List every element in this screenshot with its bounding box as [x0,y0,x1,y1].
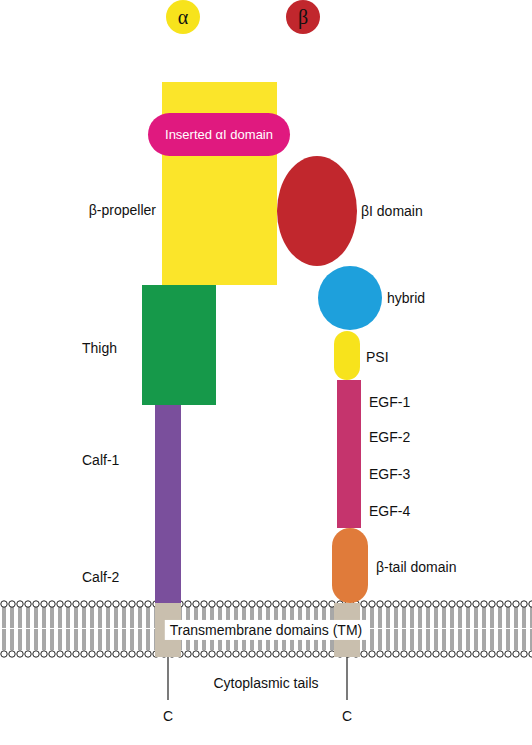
domain-label: β [298,6,308,29]
domain-label: Calf-2 [82,569,119,585]
shape-outline [277,156,357,266]
domain-label: EGF-3 [369,466,410,482]
domain-label: β-tail domain [376,559,456,575]
domain-label: Inserted αI domain [164,127,274,142]
domain-label: βI domain [361,203,423,219]
beta-i-domain: βI domain [277,156,357,266]
domain-label: EGF-4 [369,503,410,519]
domain-label: hybrid [387,290,425,306]
egf-domain: EGF-1 [337,380,361,417]
egf-domain: EGF-3 [337,454,361,491]
cytoplasmic-tail [167,657,168,700]
egf-domain: EGF-4 [337,491,361,528]
domain-label: β-propeller [89,202,156,218]
membrane-band: Transmembrane domains (TM) [0,600,532,659]
shape-outline [318,266,382,330]
beta-tail-domain: β-tail domain [332,528,368,603]
beta-subunit-badge: β [286,0,320,34]
domain-label: Transmembrane domains (TM) [165,619,367,639]
domain-label: EGF-1 [369,394,410,410]
psi-domain: PSI [334,331,360,380]
domain-label: EGF-2 [369,429,410,445]
calf-domain: Calf-2 [155,510,181,603]
thigh-domain: Thigh [142,285,216,405]
cytoplasmic-tail [346,657,347,700]
hybrid-domain: hybrid [318,266,382,330]
domain-label: PSI [366,349,389,365]
terminus-label: C [163,708,173,724]
domain-label: Calf-1 [82,452,119,468]
alpha-subunit-badge: α [166,0,200,34]
calf-domain: Calf-1 [155,405,181,510]
region-label: Cytoplasmic tails [213,675,318,691]
domain-label: Thigh [82,340,117,356]
domain-label: α [178,6,188,29]
terminus-label: C [342,708,352,724]
inserted-domain: Inserted αI domain [148,113,290,156]
egf-domain: EGF-2 [337,417,361,454]
